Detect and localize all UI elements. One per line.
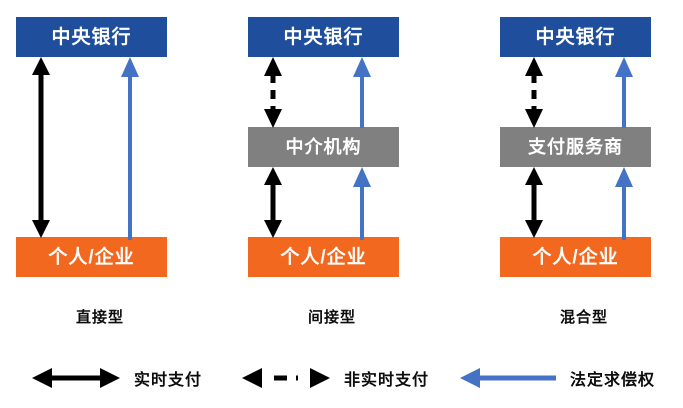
legend-label-realtime: 实时支付: [134, 372, 203, 389]
connector-legal-claim-upper: [615, 57, 633, 128]
connector-legal-claim-lower: [615, 167, 633, 240]
legend-label-non-realtime: 非实时支付: [344, 372, 430, 389]
column-type-label-indirect: 间接型: [307, 309, 356, 326]
connector-non-realtime-payment: [264, 57, 282, 128]
column-type-label-hybrid: 混合型: [559, 309, 608, 326]
connector-realtime-payment: [264, 167, 282, 238]
column-hybrid-connectors: [525, 57, 633, 240]
node-user[interactable]: 个人/企业: [248, 237, 399, 277]
node-central-bank-label: 中央银行: [535, 26, 616, 48]
connector-realtime-payment: [525, 167, 543, 238]
connector-legal-claim: [121, 57, 139, 240]
legend-item-realtime: 实时支付: [30, 352, 202, 404]
connector-non-realtime-payment: [525, 57, 543, 128]
node-central-bank[interactable]: 中央银行: [500, 17, 651, 57]
node-user-label: 个人/企业: [532, 246, 619, 268]
node-user-label: 个人/企业: [48, 246, 135, 268]
double-dashed-black-arrow-icon: [242, 368, 330, 388]
connector-realtime-payment: [32, 57, 50, 238]
column-indirect-connectors: [264, 57, 371, 240]
legend-label-legal-claim: 法定求偿权: [570, 372, 656, 389]
node-intermediary-label: 中介机构: [285, 137, 362, 157]
node-central-bank[interactable]: 中央银行: [16, 17, 167, 57]
diagram-column-hybrid: 中央银行 支付服务商 个人/企业: [484, 0, 683, 326]
double-solid-black-arrow-icon: [32, 368, 120, 388]
node-central-bank-label: 中央银行: [51, 26, 132, 48]
single-blue-left-arrow-icon: [460, 368, 556, 388]
connector-legal-claim-lower: [353, 167, 371, 240]
connector-legal-claim-upper: [353, 57, 371, 128]
node-central-bank-label: 中央银行: [283, 26, 364, 48]
node-central-bank[interactable]: 中央银行: [248, 17, 399, 57]
diagram-column-direct: 中央银行 个人/企业 直接型: [0, 0, 200, 326]
diagram-legend: 实时支付 非实时支付 法定求偿权: [0, 352, 683, 404]
node-payment-service-provider[interactable]: 支付服务商: [500, 127, 651, 167]
legend-item-non-realtime: 非实时支付: [240, 352, 429, 404]
node-payment-service-provider-label: 支付服务商: [528, 137, 623, 157]
diagram-column-indirect: 中央银行 中介机构 个人/企业: [232, 0, 432, 326]
column-direct-connectors: [32, 57, 139, 240]
node-user-label: 个人/企业: [280, 246, 367, 268]
legend-item-legal-claim: 法定求偿权: [458, 352, 655, 404]
node-user[interactable]: 个人/企业: [500, 237, 651, 277]
node-user[interactable]: 个人/企业: [16, 237, 167, 277]
column-type-label-direct: 直接型: [75, 309, 124, 326]
node-intermediary[interactable]: 中介机构: [248, 127, 399, 167]
